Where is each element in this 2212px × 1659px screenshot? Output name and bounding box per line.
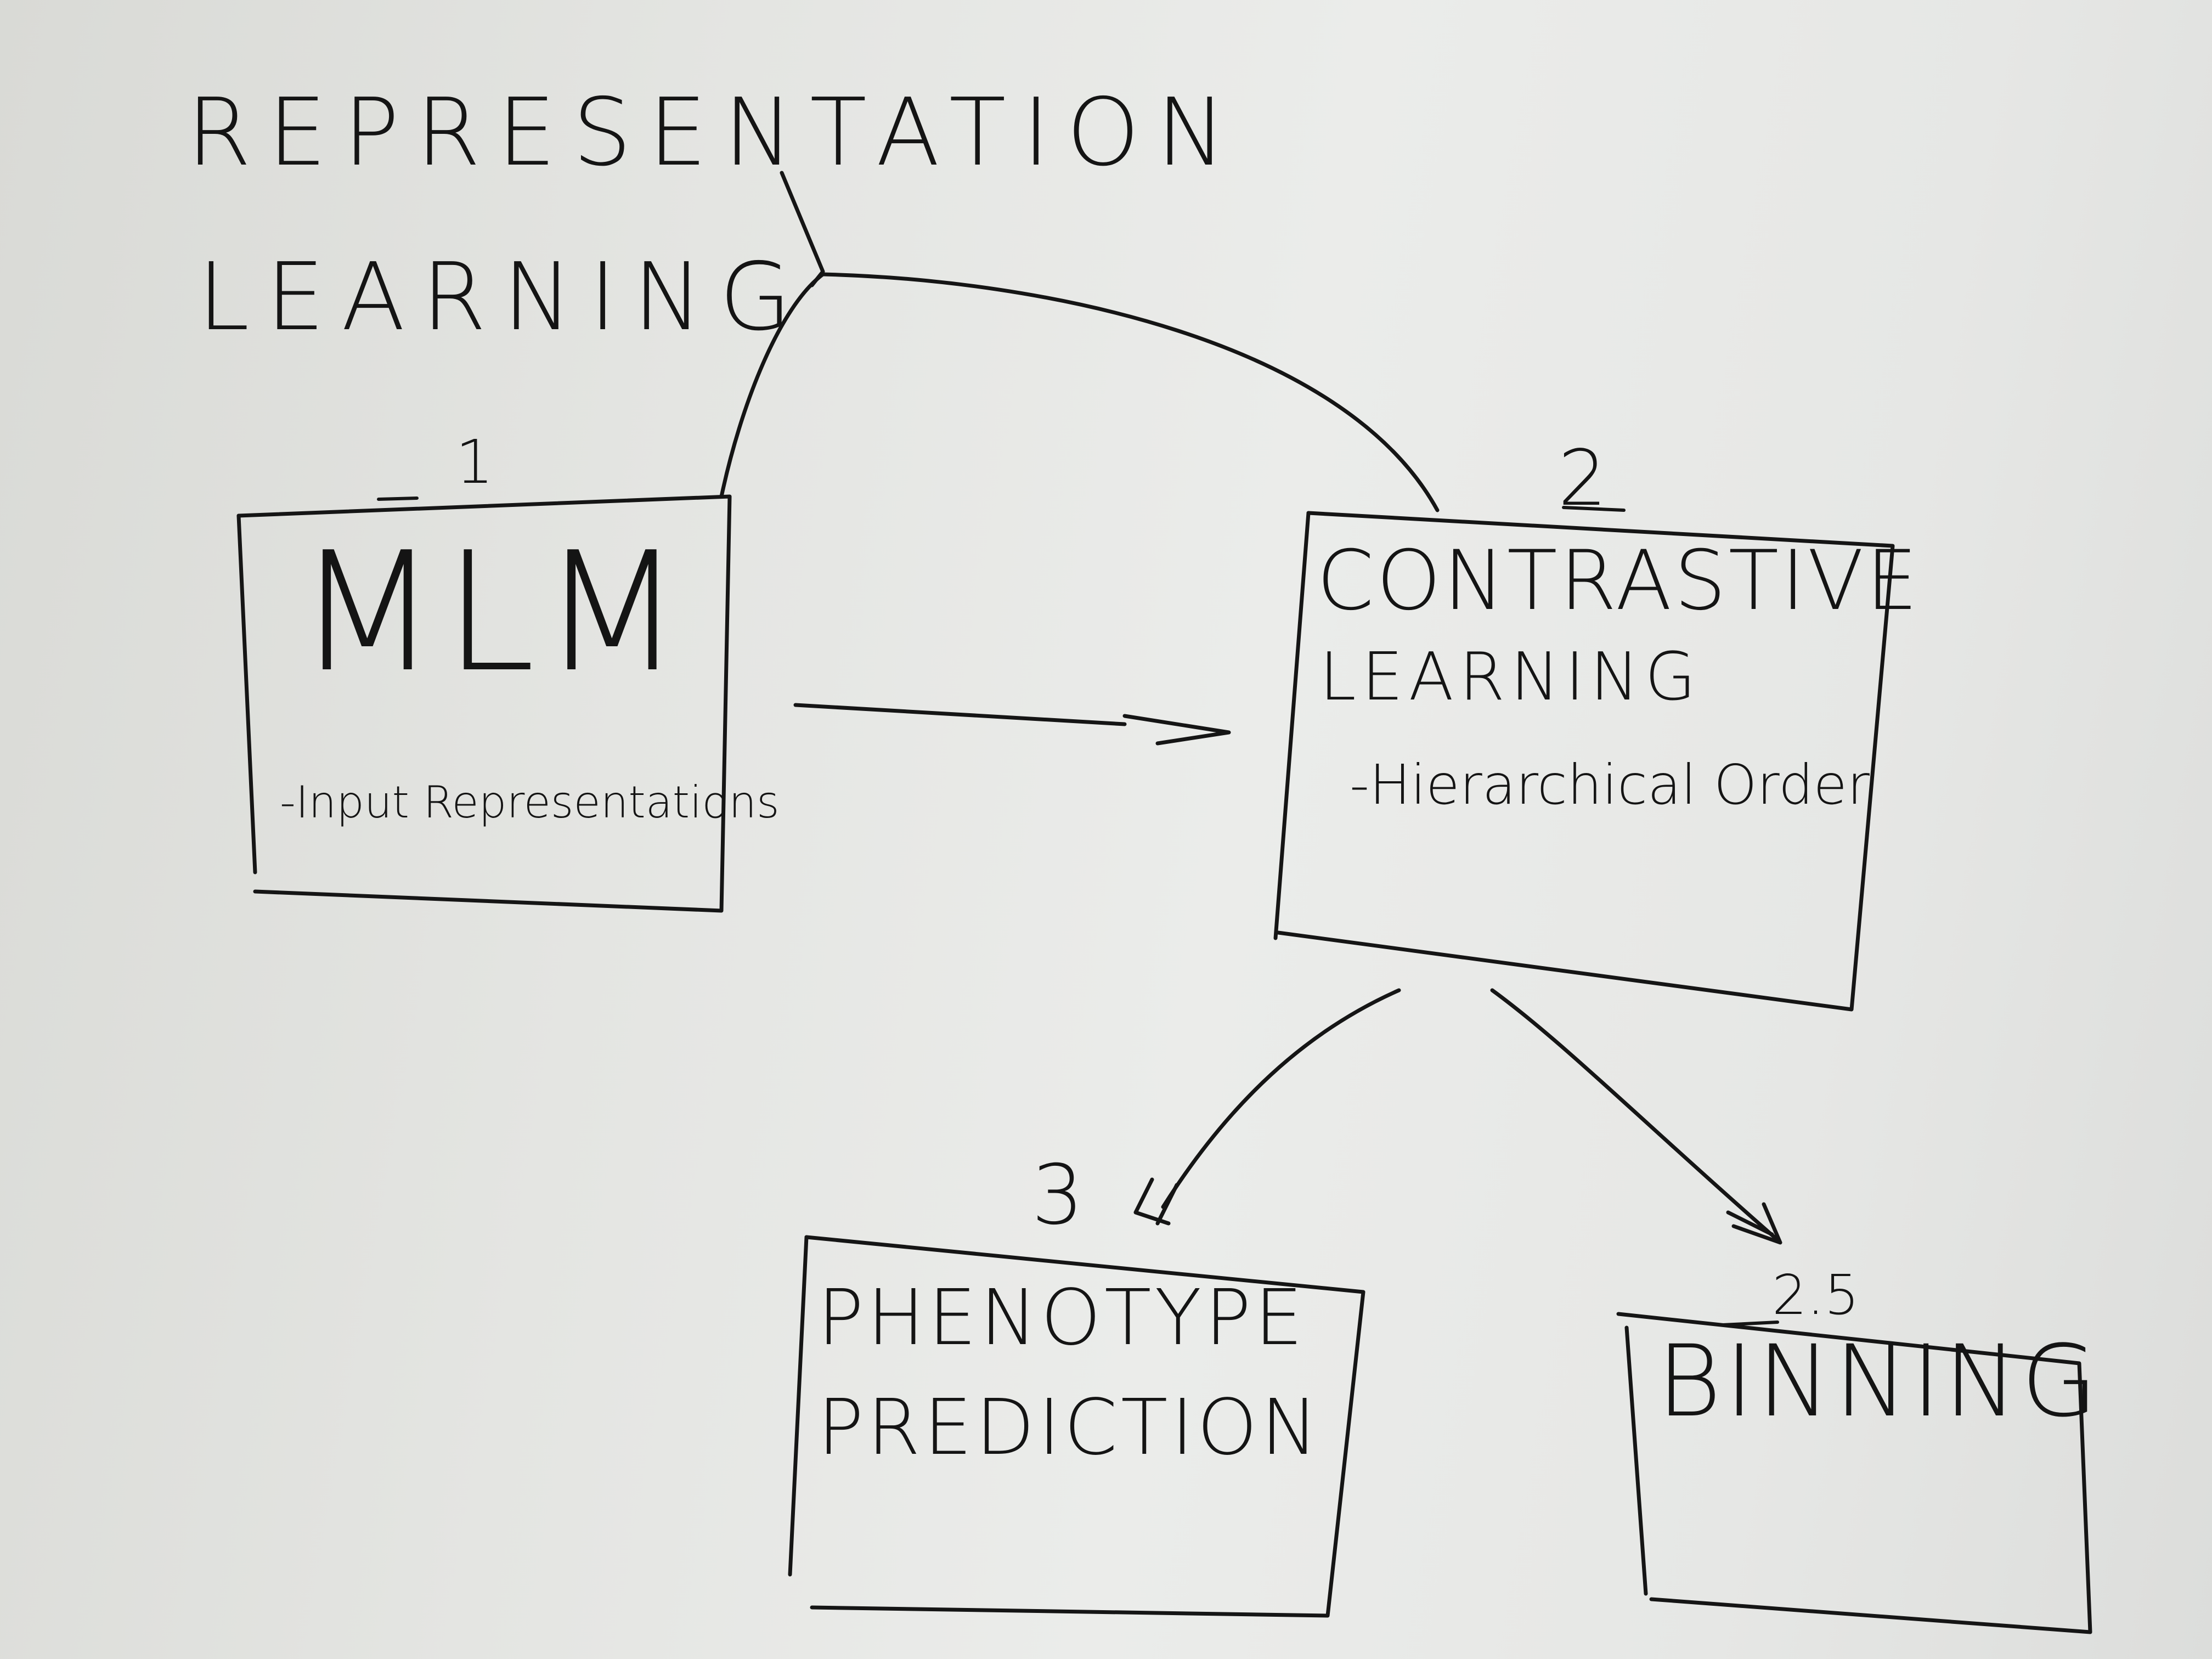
contrastive-number: 2	[1558, 434, 1607, 523]
arrow-to-binning-head	[1726, 1202, 1782, 1245]
phenotype-box: 3 PHENOTYPE PREDICTION	[788, 1148, 1365, 1618]
branch-to-mlm	[719, 272, 825, 499]
binning-number: 2.5	[1772, 1263, 1859, 1327]
mlm-note: -Input Representations	[280, 777, 780, 828]
binning-box: 2.5 BINNING	[1616, 1263, 2101, 1634]
title-line-1: REPRESENTATION	[187, 78, 1243, 187]
binning-heading: BINNING	[1657, 1324, 2101, 1439]
title-line-2: LEARNING	[198, 243, 808, 352]
arrow-to-phenotype	[1161, 988, 1401, 1209]
mlm-number: 1	[455, 427, 494, 497]
branch-to-contrastive	[821, 272, 1440, 512]
arrow-to-phenotype-head	[1133, 1177, 1179, 1226]
arrow-mlm-to-contrastive	[793, 703, 1127, 726]
contrastive-box: 2 CONTRASTIVE LEARNING -Hierarchical Ord…	[1273, 434, 1920, 1012]
arrow-mlm-to-contrastive-head	[1122, 714, 1231, 746]
mlm-box: 1 MLM -Input Representations	[236, 427, 780, 913]
phenotype-number: 3	[1031, 1148, 1084, 1243]
phenotype-heading-line-1: PHENOTYPE	[817, 1273, 1306, 1363]
contrastive-note: -Hierarchical Order	[1350, 753, 1870, 817]
contrastive-heading-line-1: CONTRASTIVE	[1317, 533, 1920, 629]
contrastive-heading-line-2: LEARNING	[1319, 639, 1701, 715]
arrow-to-binning	[1490, 988, 1780, 1242]
mlm-heading: MLM	[296, 517, 689, 708]
phenotype-heading-line-2: PREDICTION	[817, 1383, 1322, 1472]
